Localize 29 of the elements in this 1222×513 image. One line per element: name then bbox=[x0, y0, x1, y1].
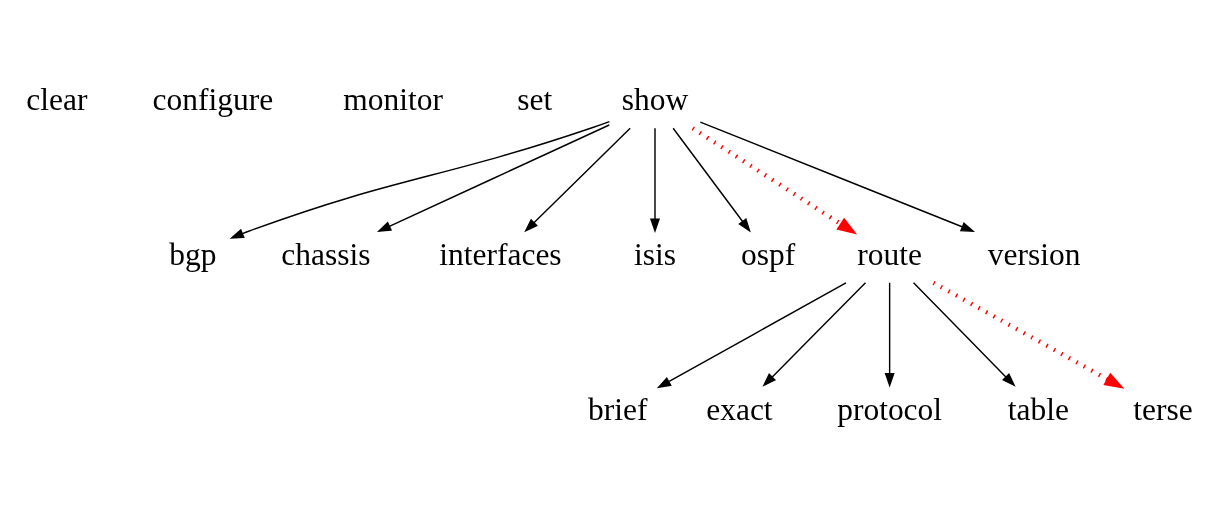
arrow bbox=[376, 123, 610, 232]
node-text: exact bbox=[706, 391, 773, 427]
node-text: ospf bbox=[740, 236, 796, 272]
node-text: brief bbox=[588, 391, 648, 427]
arrow bbox=[912, 281, 1016, 387]
arrow bbox=[699, 120, 976, 232]
node-text: protocol bbox=[837, 391, 943, 427]
node-text: version bbox=[987, 236, 1081, 272]
node-text: chassis bbox=[281, 236, 371, 272]
node-text: monitor bbox=[343, 81, 443, 117]
node-text: terse bbox=[1133, 391, 1193, 427]
arrow bbox=[672, 127, 751, 232]
node-text: isis bbox=[634, 236, 676, 272]
node-text: interfaces bbox=[439, 236, 562, 272]
arrow bbox=[229, 120, 611, 239]
node-text: show bbox=[621, 81, 689, 117]
node-text: clear bbox=[26, 81, 88, 117]
node-text: bgp bbox=[169, 236, 217, 272]
arrow bbox=[884, 281, 895, 387]
node-text: table bbox=[1007, 391, 1070, 427]
node-text: configure bbox=[152, 81, 274, 117]
arrow bbox=[650, 127, 660, 233]
node-text: set bbox=[517, 81, 553, 117]
arrow bbox=[932, 280, 1125, 389]
arrow bbox=[656, 281, 847, 388]
arrow bbox=[524, 127, 631, 232]
node-text: route bbox=[857, 236, 922, 272]
arrow bbox=[691, 125, 858, 235]
arrow bbox=[762, 281, 867, 387]
